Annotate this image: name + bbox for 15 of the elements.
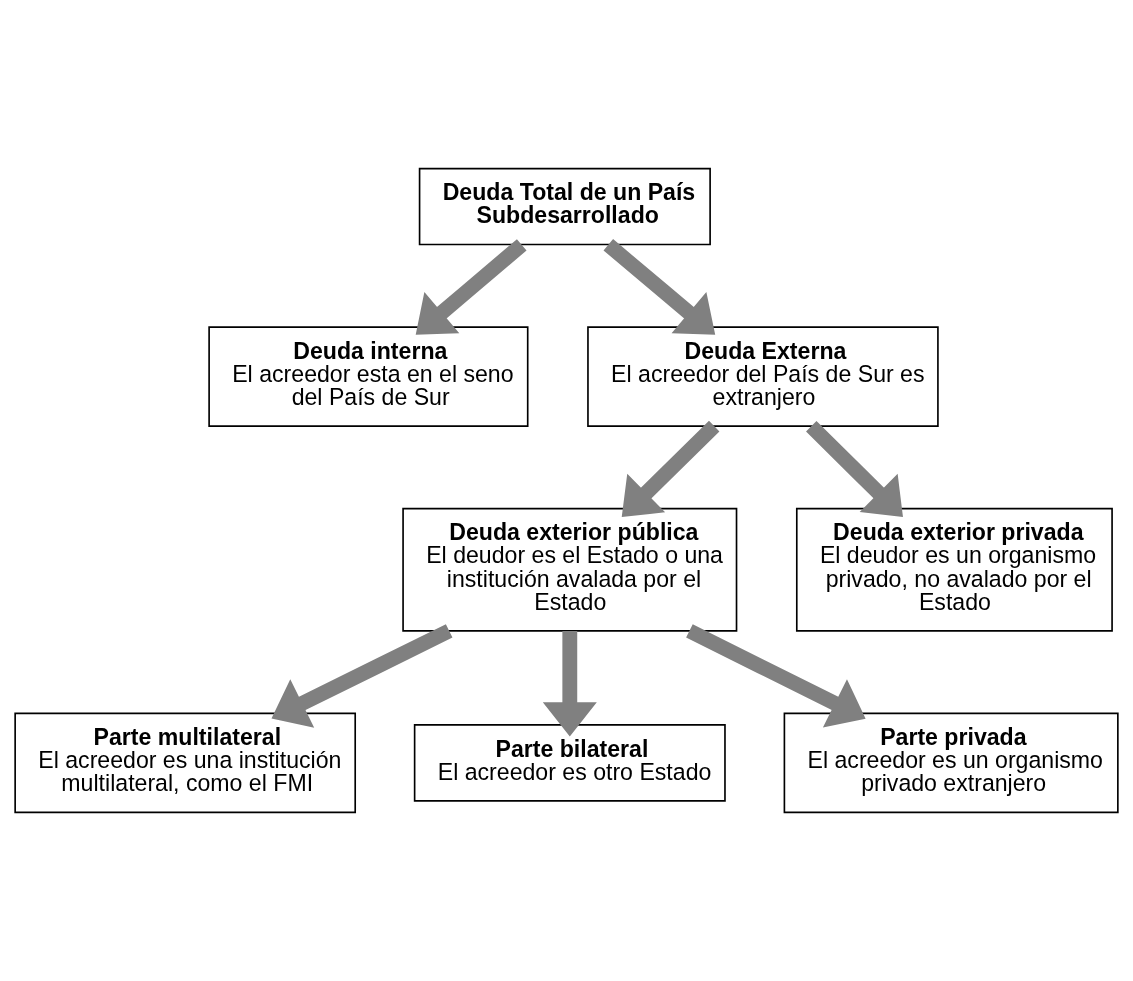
- node-box: Parte multilateral El acreedor es una institución multilateral, como el FMI: [14, 712, 357, 814]
- arrow: [603, 239, 716, 335]
- arrow: [415, 239, 527, 335]
- node-box: Parte privada El acreedor es un organismo privado extranjero: [783, 712, 1119, 814]
- node-box: Deuda Total de un País Subdesarrollado: [418, 167, 711, 246]
- arrow: [806, 420, 903, 518]
- arrow: [542, 630, 597, 737]
- node-box: Parte bilateral El acreedor es otro Estado: [413, 724, 726, 802]
- arrow: [686, 624, 866, 728]
- node-box: Deuda Externa El acreedor del País de Sur es extranjero: [587, 326, 939, 427]
- arrow: [271, 624, 453, 728]
- node-box: Deuda exterior pública El deudor es el Estado o una institución avalada por el Estado: [402, 507, 738, 632]
- node-box: Deuda interna El acreedor esta en el seno del País de Sur: [208, 326, 529, 427]
- node-box: Deuda exterior privada El deudor es un organismo privado, no avalado por el Estado: [795, 507, 1113, 632]
- arrow: [621, 420, 720, 518]
